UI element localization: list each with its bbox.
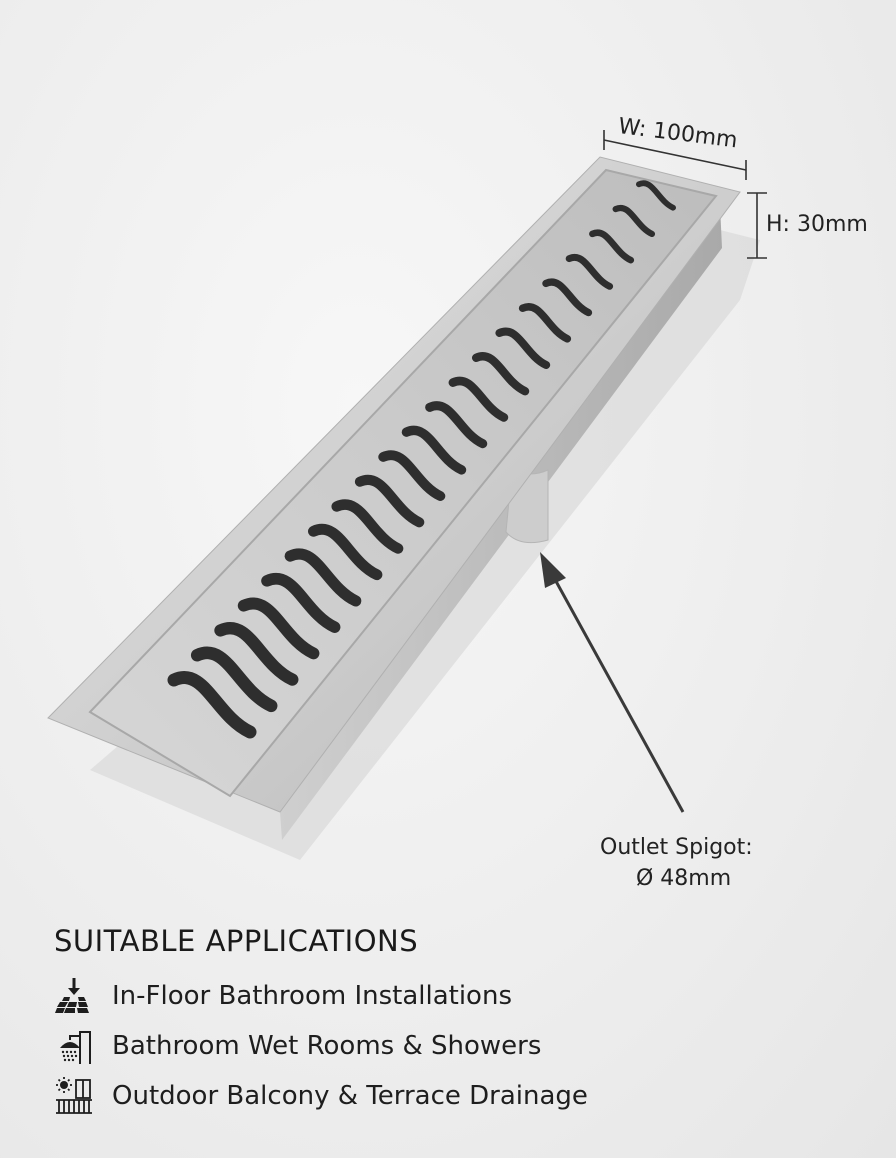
grate-slot: [331, 499, 404, 554]
grate-slot: [237, 597, 320, 660]
grate-slot: [448, 376, 509, 422]
grate-slot: [425, 401, 488, 449]
shower-icon: [54, 1026, 94, 1066]
width-dimension-line: [603, 130, 747, 180]
grate-slot: [261, 573, 341, 633]
grate-slot: [495, 327, 551, 369]
grate-slot: [167, 671, 257, 739]
applications-heading: SUITABLE APPLICATIONS: [54, 924, 419, 958]
grate-slot: [471, 352, 530, 396]
grate-slot: [308, 523, 383, 581]
grate-slot: [284, 548, 362, 607]
application-label: Outdoor Balcony & Terrace Drainage: [112, 1081, 588, 1111]
grate-slot: [354, 474, 425, 528]
balcony-sun-icon: [54, 1076, 94, 1116]
grate-slot: [214, 622, 299, 686]
application-label: In-Floor Bathroom Installations: [112, 981, 512, 1011]
height-dimension-line: [747, 192, 767, 259]
grate-slot: [190, 646, 278, 713]
grate-slot: [518, 303, 572, 343]
grate-slot: [378, 450, 446, 501]
application-label: Bathroom Wet Rooms & Showers: [112, 1031, 542, 1061]
grate-slot: [612, 204, 656, 238]
drain-photo: [47, 130, 767, 860]
application-item-balcony: Outdoor Balcony & Terrace Drainage: [54, 1076, 588, 1116]
grate-slot: [636, 180, 676, 211]
outlet-diameter-label: Ø 48mm: [636, 866, 732, 891]
grate-slot: [565, 253, 614, 290]
application-item-shower: Bathroom Wet Rooms & Showers: [54, 1026, 541, 1066]
grate-slot: [589, 229, 635, 264]
application-item-floor: In-Floor Bathroom Installations: [54, 976, 512, 1016]
grate-slot: [401, 425, 467, 475]
outlet-arrow: [540, 552, 685, 813]
grate-slot: [542, 278, 593, 317]
height-label: H: 30mm: [766, 212, 868, 237]
grate-wave-slots: [167, 180, 676, 739]
floor-tile-icon: [54, 976, 94, 1016]
outlet-spigot-label: Outlet Spigot:: [600, 835, 753, 860]
